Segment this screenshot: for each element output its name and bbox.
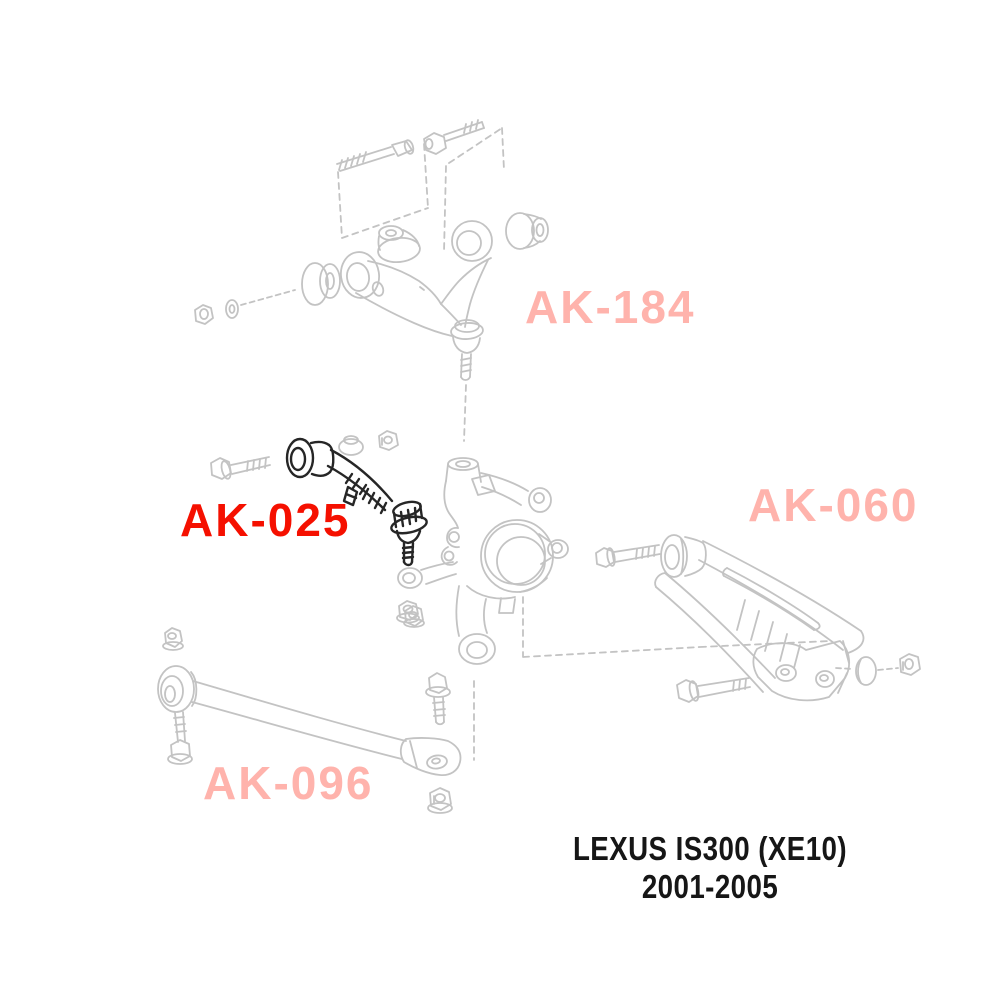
ak025-hardware-drawing: [210, 430, 399, 480]
knuckle-drawing: [396, 457, 831, 761]
part-label-ak184: AK-184: [525, 281, 696, 333]
part-label-ak060: AK-060: [748, 479, 919, 531]
vehicle-years-text: 2001-2005: [641, 868, 779, 905]
part-label-ak096: AK-096: [203, 757, 374, 809]
ak184-upper-arm-drawing: [194, 119, 549, 442]
ak025-toe-arm-drawing: [285, 437, 428, 567]
ak060-lower-arm-drawing: [595, 534, 921, 703]
vehicle-caption: LEXUS IS300 (XE10) 2001-2005: [535, 830, 885, 906]
part-label-ak025: AK-025: [180, 494, 351, 546]
vehicle-model-text: LEXUS IS300 (XE10): [572, 830, 848, 867]
ak096-strut-rod-drawing: [157, 605, 462, 814]
